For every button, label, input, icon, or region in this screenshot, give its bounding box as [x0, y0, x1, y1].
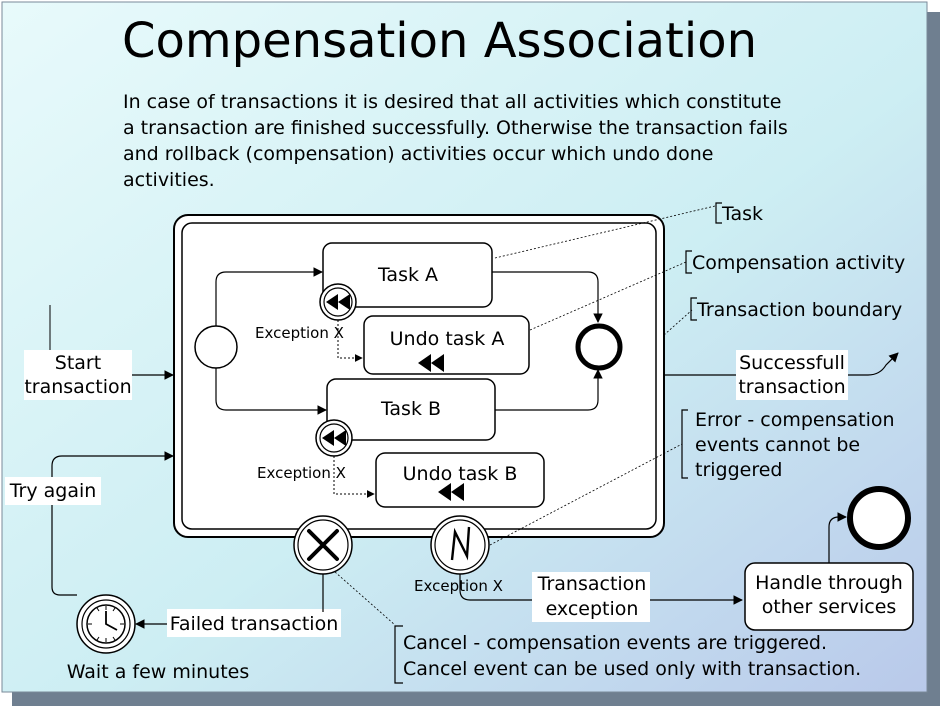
start-label-line-1: Start	[55, 352, 101, 374]
undo-task-a-label: Undo task A	[390, 328, 505, 350]
failed-transaction-label: Failed transaction	[170, 613, 339, 635]
start-label-line-2: transaction	[24, 376, 131, 398]
annotation-cancel-line-1: Cancel - compensation events are trigger…	[403, 632, 827, 654]
description-line-1: In case of transactions it is desired th…	[123, 91, 781, 113]
annotation-task: Task	[721, 203, 763, 225]
association-compensation-annotation	[529, 261, 687, 331]
successful-label-box	[736, 350, 848, 400]
try-again-label: Try again	[9, 480, 97, 502]
try-again-label-box	[5, 477, 101, 505]
flow-try-again	[51, 451, 174, 596]
transaction-exception-line-1: Transaction	[537, 573, 647, 595]
task-a	[322, 242, 493, 308]
annotation-transaction-boundary: Transaction boundary	[696, 299, 902, 321]
lightning-icon	[450, 526, 471, 561]
final-end-event	[847, 486, 911, 550]
association-b-to-undo-b	[333, 456, 375, 498]
rewind-icon	[322, 430, 346, 446]
cancel-x-icon	[307, 529, 339, 561]
association-error-annotation	[489, 443, 683, 546]
flow-start-to-task-a	[215, 267, 323, 326]
successful-label-line-2: transaction	[738, 376, 845, 398]
error-event-inner	[434, 519, 486, 571]
compensation-marker-undo-b-icon	[438, 483, 464, 501]
handle-label-line-1: Handle through	[755, 572, 903, 594]
flow-task-a-to-end	[492, 271, 603, 323]
annotation-compensation-activity: Compensation activity	[692, 252, 905, 274]
page-title: Compensation Association	[122, 13, 757, 69]
exception-label-a: Exception X	[255, 324, 344, 342]
exception-label-cancel: Exception X	[414, 577, 503, 595]
wait-label: Wait a few minutes	[67, 661, 250, 683]
undo-task-b	[375, 452, 545, 508]
inner-start-event	[194, 325, 238, 369]
undo-task-b-label: Undo task B	[403, 463, 518, 485]
handle-label-line-2: other services	[762, 596, 897, 618]
annotation-error-line-2: events cannot be	[695, 434, 860, 456]
flow-handle-to-end	[828, 512, 847, 563]
annotation-bracket-task	[715, 202, 722, 224]
task-b-label: Task B	[380, 398, 441, 420]
clock-hands-icon	[105, 611, 118, 631]
annotation-error-line-1: Error - compensation	[695, 409, 895, 431]
annotation-bracket-cancel	[394, 625, 403, 684]
annotation-bracket-compensation	[685, 250, 692, 274]
description-line-4: activities.	[123, 169, 215, 191]
undo-task-a	[363, 315, 530, 375]
flow-transaction-exception	[459, 574, 743, 605]
annotation-error-line-3: triggered	[695, 459, 783, 481]
transaction-inner-boundary	[181, 222, 657, 530]
failed-label-box	[167, 609, 341, 637]
successful-label-line-1: Successfull	[739, 352, 845, 374]
flow-successful	[664, 352, 899, 376]
task-a-label: Task A	[377, 264, 438, 286]
association-task-annotation	[494, 205, 716, 259]
association-a-to-undo-a	[337, 320, 363, 362]
flow-start-to-task-b	[215, 368, 327, 415]
start-label-box	[24, 350, 132, 400]
flow-task-b-to-end	[495, 369, 603, 411]
description-line-2: a transaction are finished successfully.…	[123, 117, 788, 139]
clock-ticks-icon	[88, 606, 124, 642]
inner-end-event	[575, 323, 623, 371]
exception-label-b: Exception X	[257, 464, 346, 482]
transaction-exception-label-box	[532, 572, 650, 622]
description-line-3: and rollback (compensation) activities o…	[123, 143, 713, 165]
annotation-bracket-boundary	[690, 297, 697, 321]
rewind-icon	[326, 294, 350, 310]
association-cancel-annotation	[334, 571, 396, 626]
transaction-exception-line-2: exception	[546, 598, 639, 620]
annotation-cancel-line-2: Cancel event can be used only with trans…	[403, 658, 861, 680]
compensation-marker-undo-a-icon	[418, 354, 444, 372]
